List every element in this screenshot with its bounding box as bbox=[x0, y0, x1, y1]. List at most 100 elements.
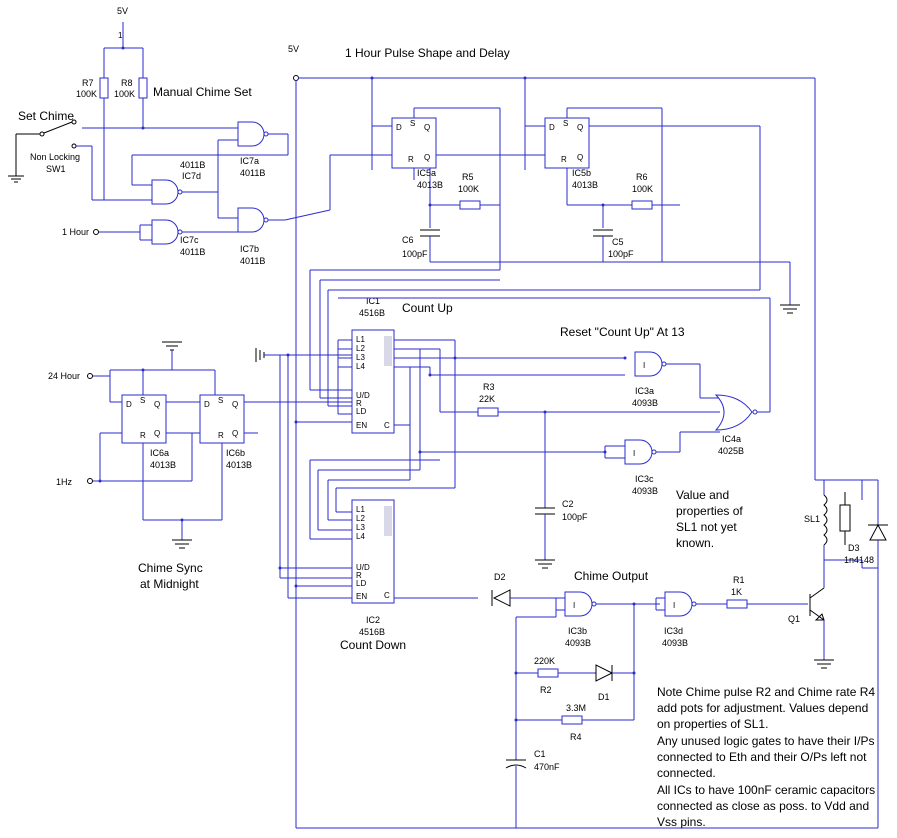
note-line-8: connected as close as poss. to Vdd and bbox=[657, 799, 869, 813]
gate-ic7b bbox=[237, 154, 392, 233]
d1-ref: D1 bbox=[598, 692, 610, 702]
ic7d-ref: IC7d bbox=[182, 171, 201, 181]
diode-d3 bbox=[861, 479, 888, 828]
sl1-note-4: known. bbox=[676, 536, 714, 550]
svg-text:R: R bbox=[140, 431, 146, 440]
svg-text:D: D bbox=[396, 123, 402, 132]
capacitor-c2 bbox=[498, 410, 555, 569]
gate-ic3d: I bbox=[655, 591, 727, 617]
ic6a-part: 4013B bbox=[150, 460, 176, 470]
ic3a-part: 4093B bbox=[632, 398, 658, 408]
ic7d-part: 4011B bbox=[180, 160, 205, 170]
1hz-input: 1Hz bbox=[56, 477, 73, 487]
resistor-r2 bbox=[537, 668, 559, 678]
r6-wiring bbox=[602, 108, 680, 262]
svg-text:Q: Q bbox=[577, 153, 583, 162]
supply-5v-left bbox=[103, 22, 144, 78]
transistor-q1 bbox=[747, 560, 834, 669]
svg-text:S: S bbox=[410, 119, 415, 128]
gate-ic7a bbox=[131, 121, 289, 186]
r6-ref: R6 bbox=[636, 172, 648, 182]
ground-delay bbox=[780, 262, 800, 314]
sl1-note-3: SL1 not yet bbox=[676, 520, 737, 534]
diode-d2 bbox=[491, 589, 560, 607]
ic6a-ref: IC6a bbox=[150, 448, 169, 458]
svg-text:Q: Q bbox=[424, 153, 430, 162]
svg-text:R: R bbox=[561, 155, 567, 164]
gate-ic7c bbox=[93, 219, 238, 245]
note-line-4: Any unused logic gates to have their I/P… bbox=[657, 734, 874, 748]
1hz-terminal bbox=[87, 478, 93, 484]
gate-ic4a bbox=[338, 297, 771, 431]
ic2-part: 4516B bbox=[359, 627, 385, 637]
svg-text:Q: Q bbox=[154, 400, 160, 409]
r2-ref: R2 bbox=[540, 685, 552, 695]
resistor-r1 bbox=[726, 599, 748, 609]
svg-text:Q: Q bbox=[232, 429, 238, 438]
relay-sl1 bbox=[815, 479, 863, 561]
timing-network bbox=[505, 604, 636, 828]
resistor-r5 bbox=[459, 200, 481, 210]
svg-text:D: D bbox=[126, 400, 132, 409]
ic3a-ref: IC3a bbox=[635, 386, 654, 396]
note-line-7: All ICs to have 100nF ceramic capacitors bbox=[657, 783, 875, 797]
ic5a-part: 4013B bbox=[417, 180, 443, 190]
vcc-label-mid: 5V bbox=[288, 44, 299, 54]
page-title: 1 Hour Pulse Shape and Delay bbox=[345, 46, 510, 60]
q1-ref: Q1 bbox=[788, 614, 800, 624]
capacitor-c5 bbox=[593, 229, 613, 262]
ground-ic1 bbox=[255, 348, 280, 362]
counter-ic1: L1 L2 L3 L4 U/D R LD EN C bbox=[351, 329, 395, 434]
ic7a-ref: IC7a bbox=[240, 156, 259, 166]
svg-text:L3: L3 bbox=[356, 523, 365, 532]
counter-ic2: L1 L2 L3 L4 U/D R LD EN C bbox=[351, 499, 395, 604]
sw1-label: SW1 bbox=[46, 164, 66, 174]
svg-text:D: D bbox=[204, 400, 210, 409]
svg-text:Q: Q bbox=[577, 123, 583, 132]
ic3d-part: 4093B bbox=[662, 638, 688, 648]
sl1-note-1: Value and bbox=[676, 488, 729, 502]
svg-text:L2: L2 bbox=[356, 344, 365, 353]
r6-value: 100K bbox=[632, 184, 653, 194]
svg-text:LD: LD bbox=[356, 407, 366, 416]
svg-text:I: I bbox=[643, 361, 645, 370]
c2-value: 100pF bbox=[562, 512, 588, 522]
d2-ref: D2 bbox=[494, 572, 506, 582]
24-hour-terminal bbox=[87, 373, 93, 379]
resistor-r6 bbox=[631, 200, 653, 210]
ic1-part: 4516B bbox=[359, 308, 385, 318]
ic3b-part: 4093B bbox=[565, 638, 591, 648]
ic7c-part: 4011B bbox=[180, 247, 205, 257]
gate-ic3c: I bbox=[603, 431, 720, 465]
svg-text:Q: Q bbox=[232, 400, 238, 409]
c1-ref: C1 bbox=[534, 749, 546, 759]
ic5b-part: 4013B bbox=[572, 180, 598, 190]
svg-text:Q: Q bbox=[154, 429, 160, 438]
ic7b-ref: IC7b bbox=[240, 244, 259, 254]
at-midnight-label: at Midnight bbox=[140, 577, 199, 591]
svg-text:R: R bbox=[408, 155, 414, 164]
svg-text:R: R bbox=[218, 431, 224, 440]
svg-text:L3: L3 bbox=[356, 353, 365, 362]
svg-text:S: S bbox=[218, 396, 223, 405]
note-line-6: connected. bbox=[657, 766, 716, 780]
svg-text:EN: EN bbox=[356, 421, 367, 430]
ic3b-ref: IC3b bbox=[568, 626, 587, 636]
count-down-label: Count Down bbox=[340, 638, 406, 652]
ic4a-ref: IC4a bbox=[722, 434, 741, 444]
svg-text:L1: L1 bbox=[356, 505, 365, 514]
resistor-r3 bbox=[477, 407, 499, 417]
resistor-r8 bbox=[138, 77, 148, 99]
r3-value: 22K bbox=[479, 394, 495, 404]
r4-value: 3.3M bbox=[566, 703, 586, 713]
gate-ic3a: I bbox=[623, 351, 720, 399]
svg-text:I: I bbox=[573, 601, 575, 610]
ic4a-part: 4025B bbox=[718, 446, 744, 456]
r3-ref: R3 bbox=[483, 382, 495, 392]
r5-ref: R5 bbox=[462, 172, 474, 182]
ic6b-ref: IC6b bbox=[226, 448, 245, 458]
